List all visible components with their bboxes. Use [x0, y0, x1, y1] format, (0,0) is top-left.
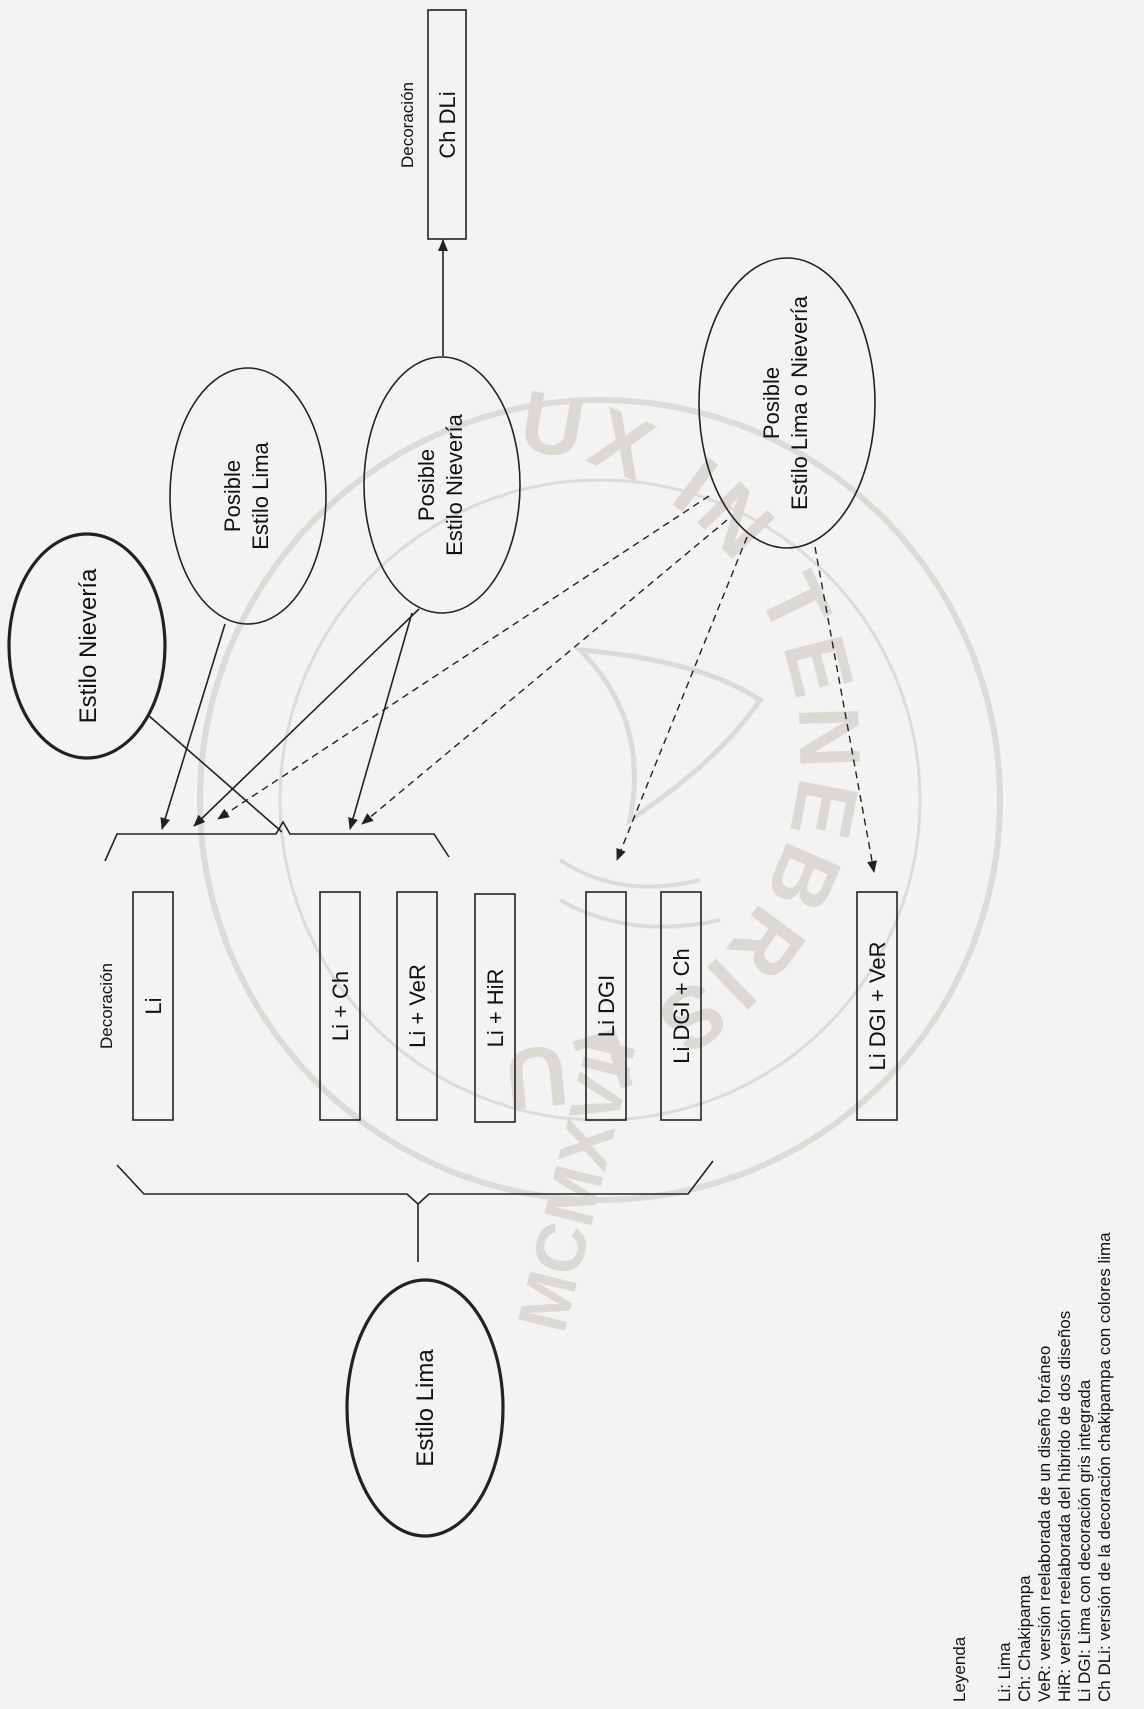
box-ch-dli — [427, 9, 467, 240]
label-box-li-dgi-ver: Li DGI + VeR — [865, 941, 890, 1070]
legend: Leyenda Li: Lima Ch: Chakipampa VeR: ver… — [950, 1232, 1114, 1702]
legend-item: VeR: versión reelaborada de un diseño fo… — [1035, 1346, 1054, 1702]
dashed-arrow-to-li-dgi — [616, 536, 748, 861]
dashed-arrow-to-li — [217, 495, 710, 820]
label-posible-lima-2: Estilo Lima — [248, 441, 273, 549]
label-posible-lima-1: Posible — [220, 460, 245, 532]
legend-item: HiR: versión reelaborada del híbrido de … — [1055, 1311, 1074, 1702]
watermark-seal: ET LUX IN TENEBRIS LUCET MCMXVII — [197, 166, 1144, 1339]
legend-item: Ch: Chakipampa — [1015, 1575, 1034, 1702]
label-estilo-lima: Estilo Lima — [412, 1349, 439, 1467]
legend-item: Li DGI: Lima con decoración gris integra… — [1075, 1379, 1094, 1702]
arrow-nieveria-to-li — [193, 608, 420, 827]
label-posible-nieveria-1: Posible — [414, 449, 439, 521]
label-ch-dli: Ch DLi — [435, 91, 460, 158]
label-box-li-ch: Li + Ch — [328, 971, 353, 1041]
oval-estilo-nieveria — [7, 532, 167, 760]
label-posible-lima-nieveria-1: Posible — [759, 367, 784, 439]
bracket-upper — [104, 820, 450, 862]
oval-posible-estilo-nieveria — [363, 356, 521, 614]
legend-item: Ch DLi: versión de la decoración chakipa… — [1095, 1232, 1114, 1702]
oval-posible-lima-o-nieveria — [698, 257, 876, 549]
label-posible-lima-nieveria-2: Estilo Lima o Nievería — [787, 295, 812, 510]
legend-item: Li: Lima — [995, 1642, 1014, 1702]
labels: Estilo Nievería Posible Estilo Lima Posi… — [75, 82, 890, 1467]
box-li-hir — [474, 893, 516, 1123]
label-posible-nieveria-2: Estilo Nievería — [442, 413, 467, 556]
line-estilo-nieveria — [147, 714, 283, 833]
arrow-nieveria-to-li-ch — [348, 612, 413, 830]
oval-estilo-lima — [345, 1278, 505, 1538]
svg-text:ET LUX IN TENEBRIS LUCET: ET LUX IN TENEBRIS LUCET — [495, 166, 1144, 1129]
label-box-li: Li — [141, 997, 166, 1014]
label-box-li-hir: Li + HiR — [483, 969, 508, 1048]
box-li-dgi-ch — [660, 891, 702, 1121]
brackets — [104, 820, 714, 1262]
box-li-ch — [319, 891, 361, 1121]
connectors — [147, 239, 877, 873]
label-box-li-dgi-ch: Li DGI + Ch — [669, 948, 694, 1064]
arrow-lima-to-li — [160, 623, 226, 830]
box-li-ver — [396, 891, 438, 1121]
label-estilo-nieveria: Estilo Nievería — [75, 568, 102, 723]
watermark-motto: ET LUX IN TENEBRIS LUCET — [495, 166, 1144, 1129]
box-li-dgi — [585, 891, 627, 1121]
label-decoracion-main: Decoración — [97, 963, 116, 1049]
box-li-dgi-ver — [856, 891, 898, 1121]
oval-posible-estilo-lima — [169, 367, 327, 625]
box-li — [132, 891, 174, 1121]
label-box-li-ver: Li + VeR — [405, 964, 430, 1048]
dashed-arrow-to-li-ch — [361, 519, 728, 825]
label-box-li-dgi: Li DGI — [594, 975, 619, 1037]
legend-title: Leyenda — [950, 1636, 969, 1702]
label-decoracion-top: Decoración — [398, 82, 417, 168]
